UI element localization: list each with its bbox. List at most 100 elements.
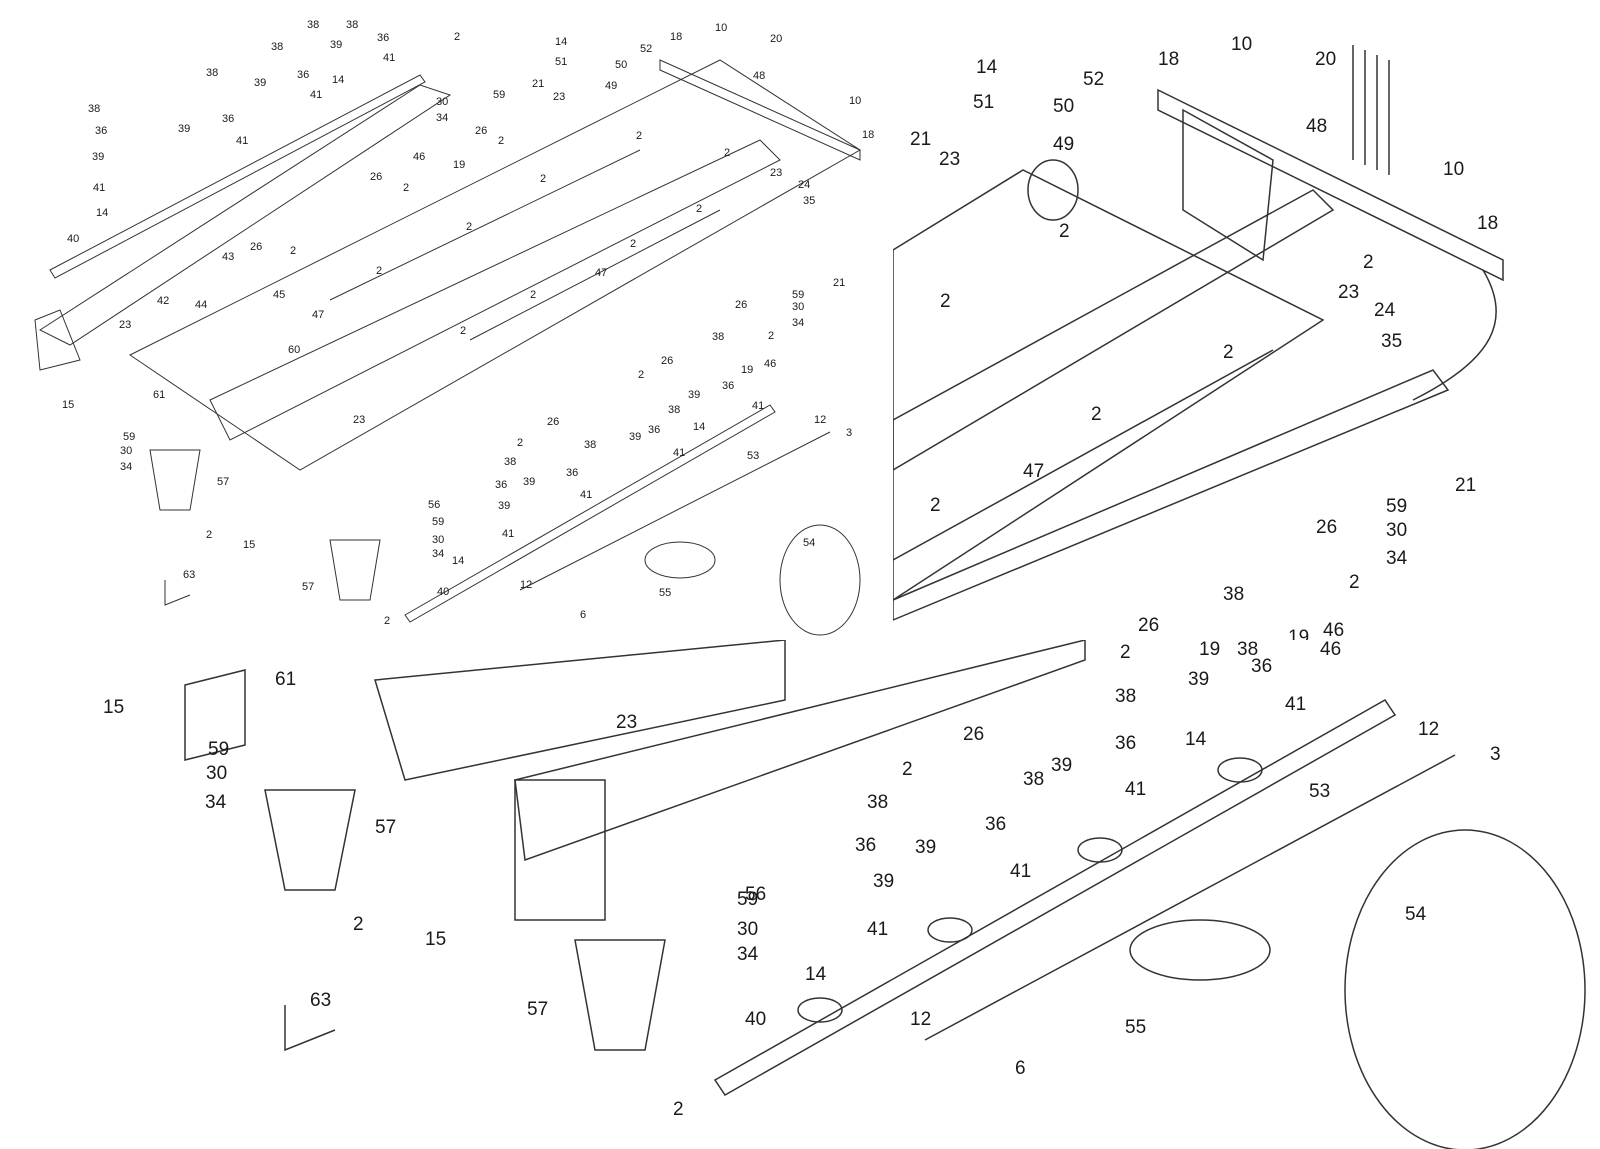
part-callout-36: 36	[722, 380, 735, 392]
part-callout-26: 26	[1316, 517, 1338, 538]
step-rail	[893, 189, 1335, 471]
deck-belt-lines	[329, 149, 721, 341]
shock-rail-40	[713, 699, 1397, 1096]
part-callout-23: 23	[553, 91, 566, 103]
part-callout-2: 2	[638, 369, 645, 381]
part-callout-30: 30	[792, 301, 805, 313]
part-callout-39: 39	[873, 871, 895, 892]
part-callout-38: 38	[668, 404, 681, 416]
part-callout-38: 38	[88, 103, 101, 115]
part-callout-39: 39	[1051, 755, 1073, 776]
part-callout-2: 2	[1091, 404, 1102, 425]
part-callout-39: 39	[688, 389, 701, 401]
closeup-rear-drawing	[184, 640, 1586, 1149]
side-rail-left	[38, 84, 452, 346]
part-callout-34: 34	[436, 112, 449, 124]
part-callout-2: 2	[1363, 252, 1374, 273]
part-callout-21: 21	[1455, 475, 1477, 496]
part-callout-63: 63	[183, 569, 196, 581]
part-callout-38: 38	[1237, 640, 1259, 660]
part-callout-2: 2	[1059, 221, 1070, 242]
part-callout-14: 14	[693, 421, 706, 433]
rear-bracket-61	[184, 669, 246, 761]
part-callout-56: 56	[745, 884, 767, 905]
part-callout-38: 38	[584, 439, 597, 451]
motor-bracket	[1182, 108, 1274, 262]
part-callout-26: 26	[963, 724, 985, 745]
track-47	[893, 349, 1274, 561]
part-callout-57: 57	[302, 581, 315, 593]
part-callout-59: 59	[123, 431, 136, 443]
cable-harness	[1412, 269, 1497, 401]
part-callout-2: 2	[384, 615, 391, 627]
part-callout-41: 41	[580, 489, 593, 501]
part-callout-14: 14	[332, 74, 345, 86]
part-callout-39: 39	[330, 39, 343, 51]
part-callout-39: 39	[254, 77, 267, 89]
part-callout-57: 57	[375, 817, 397, 838]
shock-rail-40	[49, 74, 426, 279]
part-callout-35: 35	[803, 195, 816, 207]
part-callout-2: 2	[902, 759, 913, 780]
part-callout-36: 36	[377, 32, 390, 44]
side-rail-right	[209, 139, 781, 441]
part-callout-2: 2	[940, 291, 951, 312]
part-callout-54: 54	[803, 537, 816, 549]
part-callout-61: 61	[275, 669, 297, 690]
part-callout-59: 59	[208, 739, 230, 760]
part-callout-30: 30	[436, 96, 449, 108]
part-callout-36: 36	[985, 814, 1007, 835]
part-callout-59: 59	[792, 289, 805, 301]
part-callout-50: 50	[1053, 96, 1075, 117]
part-callout-2: 2	[930, 495, 941, 516]
part-callout-36: 36	[495, 479, 508, 491]
part-callout-14: 14	[452, 555, 465, 567]
part-callout-19: 19	[1199, 640, 1221, 660]
part-callout-50: 50	[615, 59, 628, 71]
bolts-48	[1352, 45, 1390, 175]
part-callout-24: 24	[1374, 300, 1396, 321]
part-callout-19: 19	[741, 364, 754, 376]
part-callout-59: 59	[1386, 496, 1408, 517]
frame-rail-56	[514, 640, 1086, 862]
part-callout-39: 39	[523, 476, 536, 488]
part-callout-6: 6	[580, 609, 587, 621]
part-callout-47: 47	[595, 267, 608, 279]
rear-roller-54	[779, 524, 861, 636]
part-callout-14: 14	[96, 207, 109, 219]
part-callout-34: 34	[205, 792, 227, 813]
part-callout-21: 21	[833, 277, 846, 289]
part-callout-46: 46	[1323, 620, 1345, 640]
part-callout-12: 12	[1418, 719, 1440, 740]
part-callout-34: 34	[1386, 548, 1408, 569]
part-callout-30: 30	[737, 919, 759, 940]
part-callout-23: 23	[939, 149, 961, 170]
part-callout-15: 15	[243, 539, 256, 551]
part-callout-39: 39	[178, 123, 191, 135]
part-callout-2: 2	[403, 182, 410, 194]
part-callout-34: 34	[737, 944, 759, 965]
part-callout-39: 39	[629, 431, 642, 443]
part-callout-36: 36	[297, 69, 310, 81]
part-callout-2: 2	[376, 265, 383, 277]
part-callout-41: 41	[310, 89, 323, 101]
shock-seat-1	[797, 997, 843, 1023]
part-callout-10: 10	[849, 95, 862, 107]
part-callout-39: 39	[1188, 669, 1210, 690]
shock-seat-4	[1217, 757, 1263, 783]
part-callout-52: 52	[1083, 69, 1105, 90]
part-callout-41: 41	[1125, 779, 1147, 800]
part-callout-57: 57	[527, 999, 549, 1020]
part-callout-34: 34	[792, 317, 805, 329]
part-callout-38: 38	[1023, 769, 1045, 790]
part-callout-41: 41	[502, 528, 515, 540]
part-callout-57: 57	[217, 476, 230, 488]
part-callout-41: 41	[867, 919, 889, 940]
part-callout-43: 43	[222, 251, 235, 263]
part-callout-2: 2	[768, 330, 775, 342]
part-callout-26: 26	[735, 299, 748, 311]
part-callout-23: 23	[1338, 282, 1360, 303]
part-callout-47: 47	[312, 309, 325, 321]
part-callout-26: 26	[547, 416, 560, 428]
